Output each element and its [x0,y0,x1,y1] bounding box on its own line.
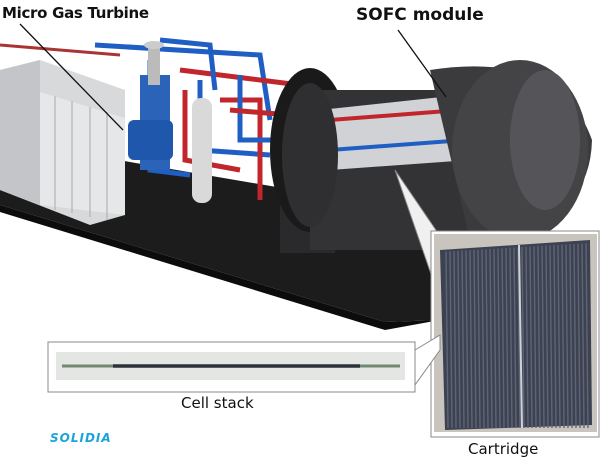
solidia-logo: SOLIDIA [50,431,112,445]
sofc-module-label: SOFC module [356,5,484,25]
cartridge-fin [505,248,509,429]
cartridge-fin [469,250,473,429]
micro-gas-turbine-label: Micro Gas Turbine [2,4,149,22]
cartridge-fin [569,244,573,429]
sofc-pointer [397,29,447,98]
cartridge-fin [549,245,553,429]
cartridge-fin [553,245,557,429]
cartridge-fin [493,248,497,429]
cartridge-fin [513,247,517,429]
cartridge-fin [573,243,577,429]
cartridge-fin [521,247,525,429]
cartridge-label: Cartridge [468,440,539,458]
cartridge-fin [461,250,465,429]
cartridge-fin [565,244,569,429]
cartridge-photo [434,234,597,432]
cartridge-fin [517,247,521,429]
cartridge-fin [529,246,533,429]
electrical-cabinets [0,60,125,225]
micro-gas-turbine [128,41,173,170]
cartridge-fin [489,248,493,429]
cartridge-fin [525,246,529,429]
cartridge-fin [561,244,565,429]
cell-stack-label: Cell stack [181,394,254,412]
cartridge-fin [485,249,489,429]
cartridge-fin [557,244,561,429]
cartridge-fin [577,243,581,429]
cartridge-fin [509,247,513,429]
cartridge-fin [449,251,453,429]
cartridge-fin [465,250,469,429]
cartridge-fin [545,245,549,429]
sofc-vessel [270,60,592,253]
cartridge-fin [477,249,481,429]
cartridge-fin [585,243,589,429]
cartridge-fin [533,246,537,429]
cartridge-fin [537,246,541,429]
cartridge-fin [481,249,485,429]
cartridge-fin [497,248,501,429]
cartridge-fin [445,251,449,429]
cartridge-fin [501,248,505,429]
cartridge-fin [473,249,477,429]
tank [192,98,212,203]
cartridge-fin [457,250,461,429]
cartridge-fin [581,243,585,429]
cartridge-fin [541,245,545,429]
cartridge-fin [453,251,457,429]
mgt-pointer [19,23,124,131]
